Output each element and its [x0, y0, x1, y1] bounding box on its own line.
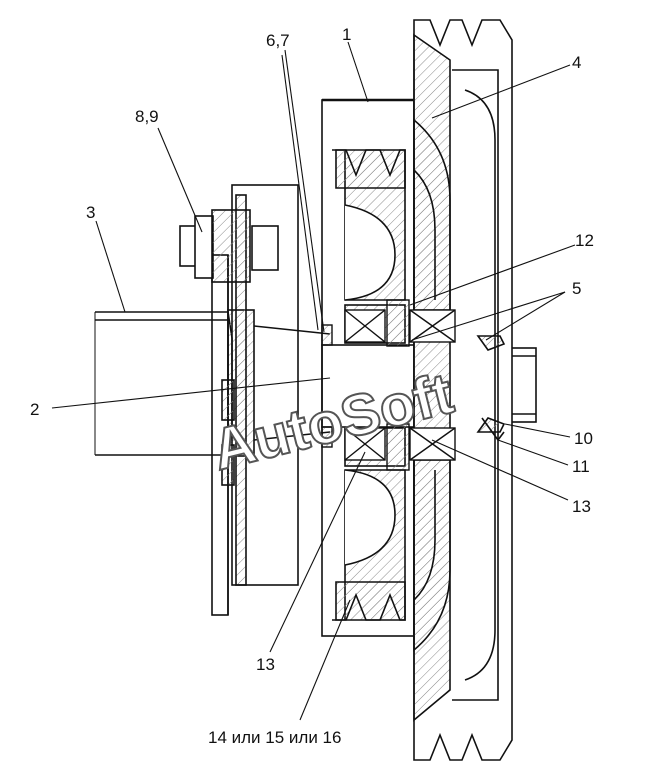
leader-lines [51, 41, 576, 721]
label-4: 4 [572, 53, 581, 72]
label-6-7: 6,7 [266, 31, 290, 50]
label-2: 2 [30, 400, 39, 419]
label-11: 11 [572, 457, 590, 476]
label-10: 10 [574, 429, 593, 448]
label-5: 5 [572, 279, 581, 298]
label-14-15-16: 14 или 15 или 16 [208, 728, 341, 747]
large-pulley [413, 19, 513, 761]
label-3: 3 [86, 203, 95, 222]
label-13-right: 13 [572, 497, 591, 516]
label-8-9: 8,9 [135, 107, 159, 126]
taper-shaft [253, 325, 331, 441]
label-12: 12 [575, 231, 594, 250]
label-13-bottom: 13 [256, 655, 275, 674]
label-1: 1 [342, 25, 351, 44]
callout-labels: 6,7 1 4 8,9 3 12 5 2 10 11 13 13 14 или … [30, 25, 594, 747]
bolt-nut [179, 209, 279, 283]
belt-grooves [335, 149, 406, 621]
bearings [344, 299, 456, 471]
